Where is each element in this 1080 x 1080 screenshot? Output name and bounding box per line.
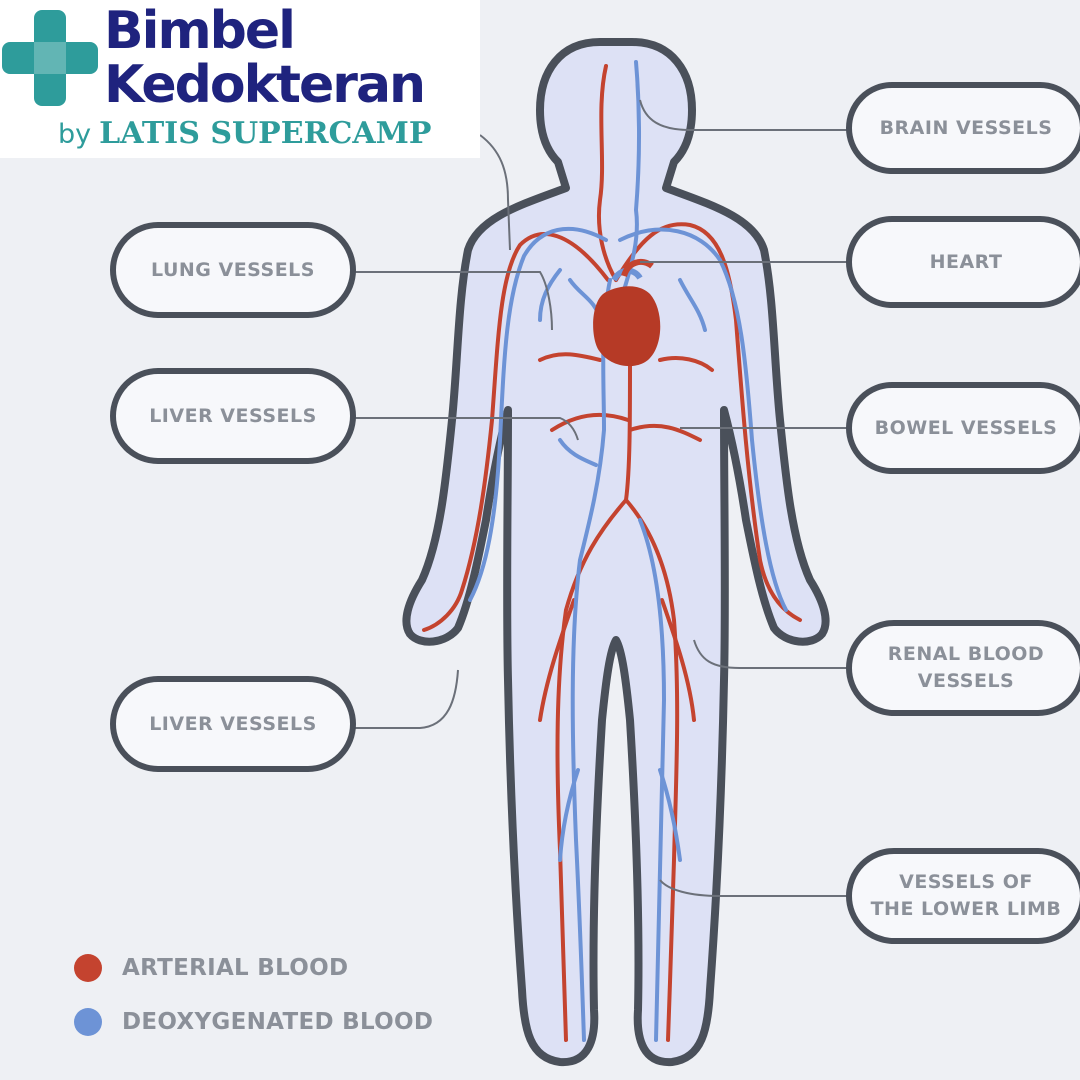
logo-line2: Kedokteran [104, 55, 426, 115]
arteries [422, 64, 802, 1042]
liver-vessels-upper-label: LIVER VESSELS [110, 368, 356, 464]
legend-deoxygenated-label: DEOXYGENATED BLOOD [122, 1009, 434, 1035]
brain-vessels-label: BRAIN VESSELS [846, 82, 1080, 174]
brain-vessels-text: BRAIN VESSELS [879, 116, 1053, 139]
body-silhouette [402, 38, 830, 1067]
logo-title: Bimbel Kedokteran [104, 1, 426, 115]
logo-line1: Bimbel [104, 1, 296, 61]
lower-limb-vessels-label: VESSELS OF THE LOWER LIMB [846, 848, 1080, 944]
heart-text: HEART [929, 250, 1003, 273]
arterial-dot-icon [74, 954, 102, 982]
deoxygenated-dot-icon [74, 1008, 102, 1036]
renal-blood-vessels-label: RENAL BLOOD VESSELS [846, 620, 1080, 716]
lower-limb-vessels-line2: THE LOWER LIMB [870, 898, 1062, 920]
lung-vessels-label: LUNG VESSELS [110, 222, 356, 318]
logo-brand: LATIS SUPERCAMP [99, 116, 432, 151]
lower-limb-vessels-line1: VESSELS OF [899, 871, 1033, 893]
heart-illustration [593, 258, 661, 367]
bowel-vessels-label: BOWEL VESSELS [846, 382, 1080, 474]
liver-vessels-lower-label: LIVER VESSELS [110, 676, 356, 772]
legend-arterial-label: ARTERIAL BLOOD [122, 955, 349, 981]
renal-blood-vessels-line2: VESSELS [917, 670, 1015, 692]
renal-blood-vessels-line1: RENAL BLOOD [887, 643, 1045, 665]
logo-by: by [58, 119, 92, 150]
liver-vessels-lower-text: LIVER VESSELS [149, 712, 317, 735]
bowel-vessels-text: BOWEL VESSELS [874, 416, 1058, 439]
liver-vessels-upper-text: LIVER VESSELS [149, 404, 317, 427]
medical-cross-icon [2, 10, 98, 106]
connector-lines [352, 99, 850, 897]
heart-label: HEART [846, 216, 1080, 308]
legend-deoxygenated: DEOXYGENATED BLOOD [74, 1008, 433, 1036]
legend-arterial: ARTERIAL BLOOD [74, 954, 348, 982]
lung-vessels-text: LUNG VESSELS [151, 258, 315, 281]
